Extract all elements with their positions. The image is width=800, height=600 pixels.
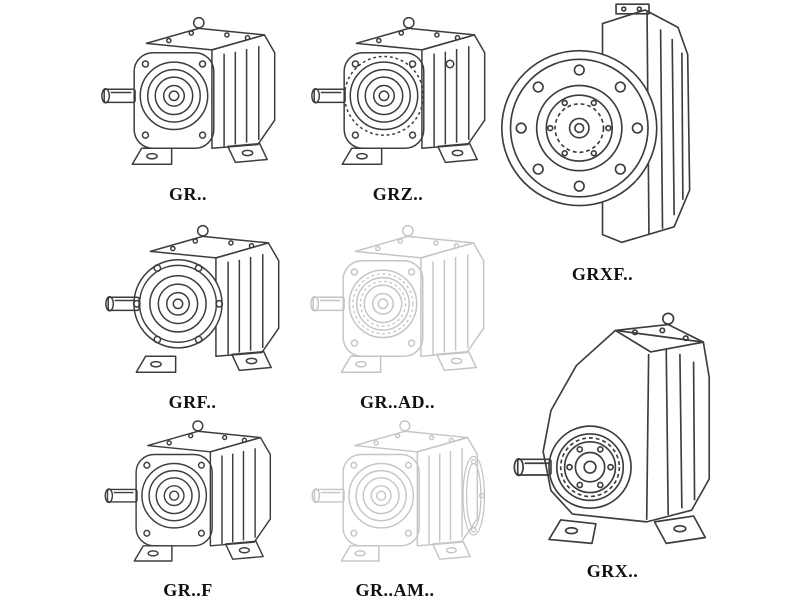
front-flange-gearbox-use xyxy=(502,4,690,242)
foot-gearbox-use xyxy=(311,18,484,165)
figure-label-grxf: GRXF.. xyxy=(571,264,634,284)
foot-gearbox-use xyxy=(105,421,270,561)
gearbox-drawing-gr xyxy=(90,4,287,182)
figure-label-grx: GRX.. xyxy=(586,561,639,581)
figure-grf: GRF.. xyxy=(90,212,295,413)
figure-label-gr-f: GR..F xyxy=(163,580,213,600)
figure-grz: GRZ.. xyxy=(298,4,498,205)
phantom-foot-gearbox-use xyxy=(311,226,484,373)
figure-label-gr-am: GR..AM.. xyxy=(355,580,435,600)
large-foot-gearbox-use xyxy=(514,313,709,543)
figure-label-gr: GR.. xyxy=(169,184,207,204)
gearbox-drawing-gr-ad xyxy=(299,212,496,390)
figure-label-gr-ad: GR..AD.. xyxy=(360,392,435,412)
gearbox-drawing-grf xyxy=(94,212,291,390)
flange-foot-gearbox-use xyxy=(106,226,279,373)
figure-gr-ad: GR..AD.. xyxy=(295,212,500,413)
figure-grxf: GRXF.. xyxy=(495,0,710,285)
gearbox-drawing-gr-am xyxy=(301,408,486,578)
figure-gr: GR.. xyxy=(88,4,288,205)
gear-teeth-detail xyxy=(352,273,414,335)
figure-gr-f: GR..F xyxy=(88,408,288,600)
oil-plug-detail xyxy=(343,55,455,136)
foot-gearbox-use xyxy=(101,18,274,165)
gearbox-drawing-grz xyxy=(300,4,497,182)
phantom-foot-gearbox-use xyxy=(312,421,477,561)
gearbox-drawing-grxf xyxy=(496,0,709,262)
gearbox-drawing-gr-f xyxy=(94,408,282,578)
figure-gr-am: GR..AM.. xyxy=(295,408,495,600)
output-flange-detail xyxy=(462,455,486,536)
figure-grx: GRX.. xyxy=(500,305,725,582)
gearbox-drawing-grx xyxy=(500,305,725,559)
figure-label-grf: GRF.. xyxy=(168,392,217,412)
figure-label-grz: GRZ.. xyxy=(372,184,424,204)
